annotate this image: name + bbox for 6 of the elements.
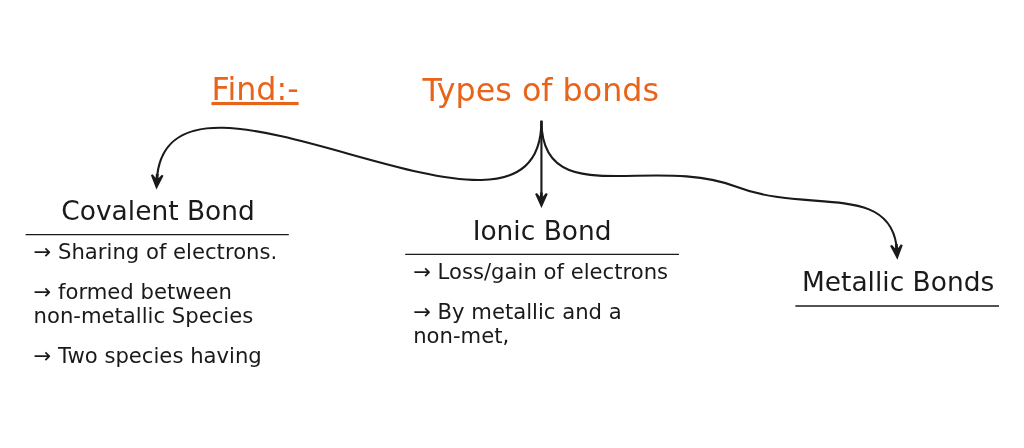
node-text: Metallic Bonds [801,266,995,298]
label: Find:- [211,70,299,107]
arrow [540,120,903,259]
node-text: Covalent Bond → Sharing of electrons. → formed between non-metallic Species → Two species having [33,195,278,368]
node-text: Types of bonds [422,72,659,109]
node-text: Ionic Bond → Loss/gain of electrons → By metallic and a non-met, [413,214,669,348]
